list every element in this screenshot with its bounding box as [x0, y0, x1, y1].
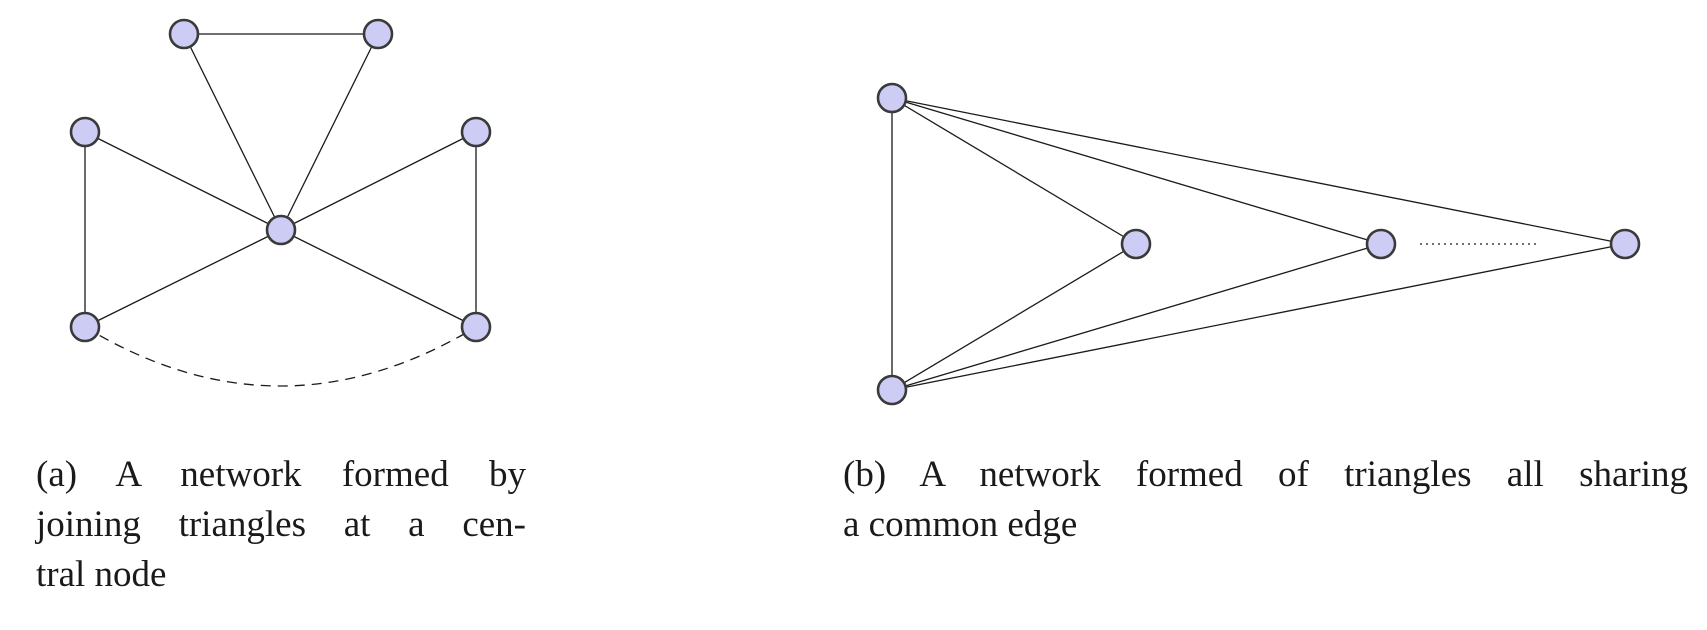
caption-a: (a) A network formed by joining triangles… — [36, 450, 526, 600]
caption-line: (a) A network formed by — [36, 454, 526, 495]
caption-line: joining triangles at a cen- — [36, 504, 526, 545]
edge-b-shared-top-apex-n — [891, 97, 1626, 245]
panel-a-graph — [69, 18, 492, 387]
node-b-apex-n — [1609, 228, 1641, 260]
node-a-right-top — [460, 116, 492, 148]
node-b-shared-bottom — [876, 374, 908, 406]
edge-a-left-bottom-center — [84, 229, 282, 328]
caption-b: (b) A network formed of triangles all sh… — [843, 450, 1688, 550]
edge-b-shared-bottom-apex-n — [891, 243, 1626, 391]
node-a-right-bottom — [460, 311, 492, 343]
node-b-apex-1 — [1120, 228, 1152, 260]
edge-a-left-bottom-right-bottom-dashed — [84, 326, 477, 387]
edge-a-right-top-center — [280, 131, 477, 231]
panel-b-graph — [876, 82, 1641, 406]
edge-b-shared-top-apex-2 — [891, 97, 1382, 245]
edge-a-right-bottom-center — [280, 229, 477, 328]
caption-line: a common edge — [843, 504, 1078, 545]
edge-a-top-left-center — [183, 33, 282, 231]
edge-a-left-top-center — [84, 131, 282, 231]
node-b-apex-2 — [1365, 228, 1397, 260]
node-a-top-right — [362, 18, 394, 50]
edge-b-shared-bottom-apex-2 — [891, 243, 1382, 391]
node-b-shared-top — [876, 82, 908, 114]
caption-line: tral node — [36, 554, 167, 595]
edge-b-shared-bottom-apex-1 — [891, 243, 1137, 391]
edge-b-shared-top-apex-1 — [891, 97, 1137, 245]
node-a-left-top — [69, 116, 101, 148]
node-a-left-bottom — [69, 311, 101, 343]
node-a-center — [265, 214, 297, 246]
edge-a-top-right-center — [280, 33, 379, 231]
node-a-top-left — [168, 18, 200, 50]
caption-line: (b) A network formed of triangles all sh… — [843, 454, 1688, 495]
